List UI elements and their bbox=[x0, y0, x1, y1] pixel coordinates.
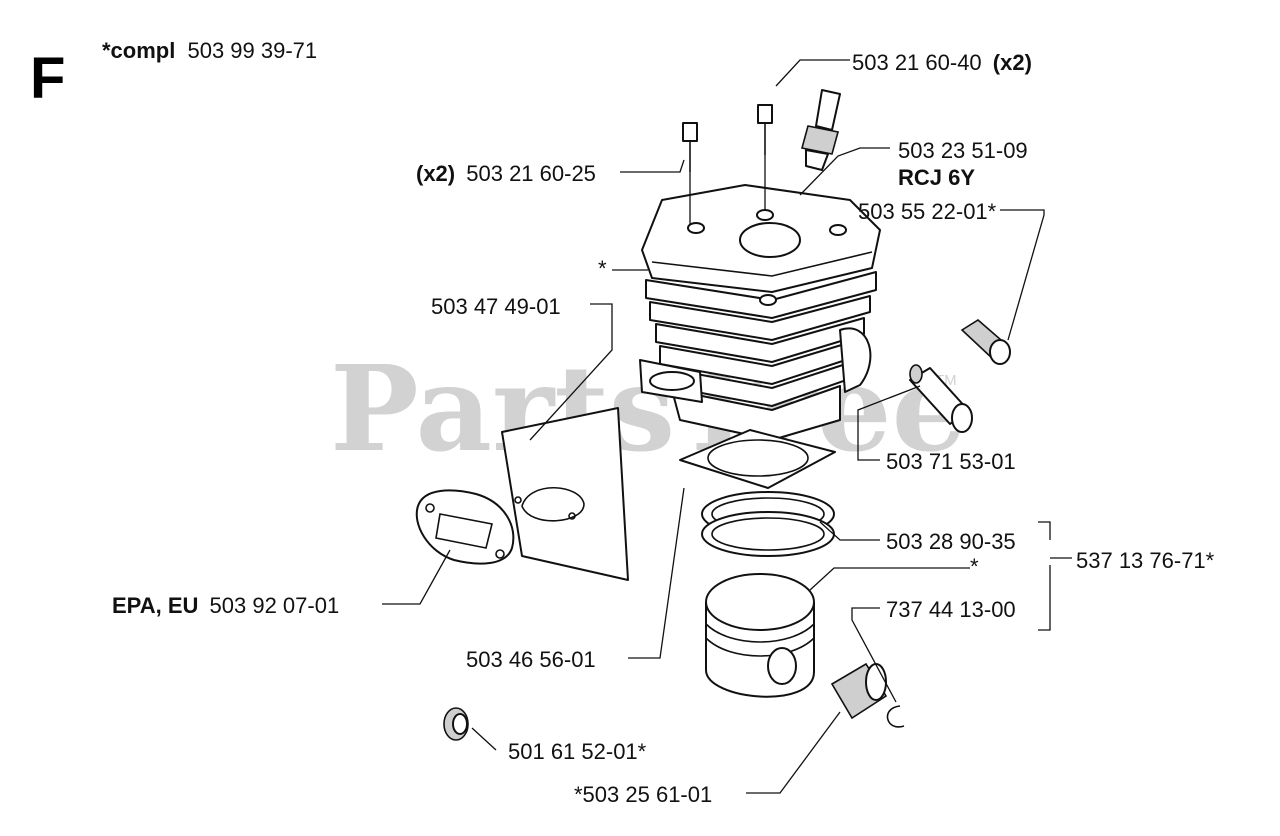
label-circlip: 737 44 13-00 bbox=[886, 597, 1016, 622]
label-spark-plug-type: RCJ 6Y bbox=[898, 165, 975, 190]
label-piston-kit: 537 13 76-71* bbox=[1076, 548, 1215, 573]
valve-drawing bbox=[960, 319, 1011, 365]
label-muffler-gasket: EPA, EU 503 92 07-01 bbox=[112, 593, 339, 618]
screw-head-drawing bbox=[757, 104, 773, 155]
piston-drawing bbox=[705, 573, 815, 698]
label-screw-head-number: 503 21 60-40 bbox=[852, 50, 982, 75]
piston-rings-drawing bbox=[701, 491, 835, 557]
label-piston-mark: * bbox=[970, 554, 979, 579]
label-gasket: 503 47 49-01 bbox=[431, 294, 561, 319]
label-screw-side-qty: (x2) bbox=[416, 161, 455, 186]
section-letter: F bbox=[30, 46, 65, 111]
label-screw-side: (x2) 503 21 60-25 bbox=[416, 161, 596, 186]
circlip-drawing bbox=[886, 705, 905, 728]
label-piston-rings: 503 28 90-35 bbox=[886, 529, 1016, 554]
header-prefix: *compl bbox=[102, 38, 175, 63]
label-cylinder-mark: * bbox=[598, 256, 607, 281]
decompression-valve-drawing bbox=[909, 364, 973, 433]
intake-gasket-drawing bbox=[501, 407, 629, 581]
spark-plug-drawing bbox=[801, 89, 841, 171]
cylinder-drawing bbox=[639, 184, 881, 441]
header-number: 503 99 39-71 bbox=[187, 38, 317, 63]
header-label: *compl 503 99 39-71 bbox=[102, 38, 317, 63]
label-screw-side-number: 503 21 60-25 bbox=[466, 161, 596, 186]
muffler-gasket-drawing bbox=[415, 489, 515, 565]
screw-side-drawing bbox=[682, 122, 698, 172]
label-decomp-valve: 503 71 53-01 bbox=[886, 449, 1016, 474]
needle-bearing-drawing bbox=[830, 662, 888, 720]
leader-lines bbox=[382, 59, 1072, 794]
label-screw-head: 503 21 60-40 (x2) bbox=[852, 50, 1032, 75]
label-plug: 501 61 52-01* bbox=[508, 739, 647, 764]
plug-part-drawing bbox=[443, 707, 469, 741]
label-spark-plug-number: 503 23 51-09 bbox=[898, 138, 1028, 163]
base-gasket-drawing bbox=[679, 429, 836, 489]
label-valve: 503 55 22-01* bbox=[858, 199, 997, 224]
label-screw-head-qty: (x2) bbox=[993, 50, 1032, 75]
label-muffler-gasket-prefix: EPA, EU bbox=[112, 593, 198, 618]
label-base-gasket: 503 46 56-01 bbox=[466, 647, 596, 672]
label-bearing: *503 25 61-01 bbox=[574, 782, 712, 807]
label-muffler-gasket-number: 503 92 07-01 bbox=[210, 593, 340, 618]
